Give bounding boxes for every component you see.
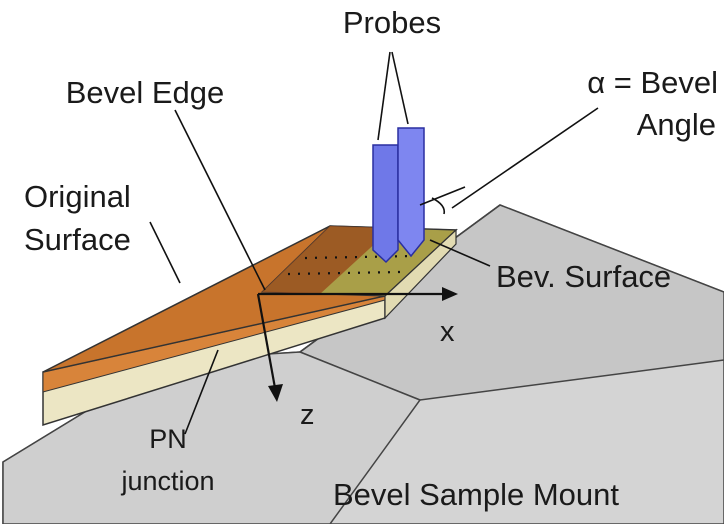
pn-junction-label-line1: PN	[149, 424, 187, 454]
x-axis-arrowhead	[442, 287, 458, 301]
probes-label: Probes	[343, 5, 441, 40]
x-axis-label: x	[440, 316, 455, 348]
angle-leader	[451, 107, 599, 209]
probe-right	[397, 127, 425, 258]
mount-label: Bevel Sample Mount	[333, 477, 619, 512]
bevel-edge-label: Bevel Edge	[66, 75, 225, 110]
bevel-surface-dark	[262, 226, 392, 294]
axes	[256, 287, 458, 402]
bevel-edge-leader	[174, 109, 266, 291]
bevel-angle-label-line1: α = Bevel	[587, 65, 718, 100]
sample-mount	[2, 204, 724, 524]
original-surface-label-line2: Surface	[24, 222, 131, 257]
probes-leader-left	[377, 51, 391, 141]
probe-trace-2	[304, 254, 416, 260]
leader-lines	[149, 51, 599, 435]
z-axis-label: z	[300, 399, 315, 431]
angle-ref-line	[419, 186, 466, 206]
bev-surface-leader	[429, 239, 491, 267]
z-axis-arrowhead	[268, 384, 283, 402]
original-surface-label-line1: Original	[24, 179, 131, 214]
probes	[372, 127, 425, 264]
pn-junction-label-line2: junction	[120, 466, 214, 496]
probe-left	[372, 144, 399, 264]
angle-arc	[431, 197, 446, 215]
bevel-angle-label-line2: Angle	[637, 107, 716, 142]
bev-surface-label: Bev. Surface	[496, 259, 671, 294]
probes-leader-right	[391, 51, 409, 125]
pn-leader	[184, 349, 219, 435]
slab-right-side	[384, 228, 457, 320]
labels: Probes Bevel Edge α = Bevel Angle Origin…	[24, 5, 718, 512]
z-axis-line	[256, 293, 277, 389]
original-surface-leader	[149, 221, 181, 284]
